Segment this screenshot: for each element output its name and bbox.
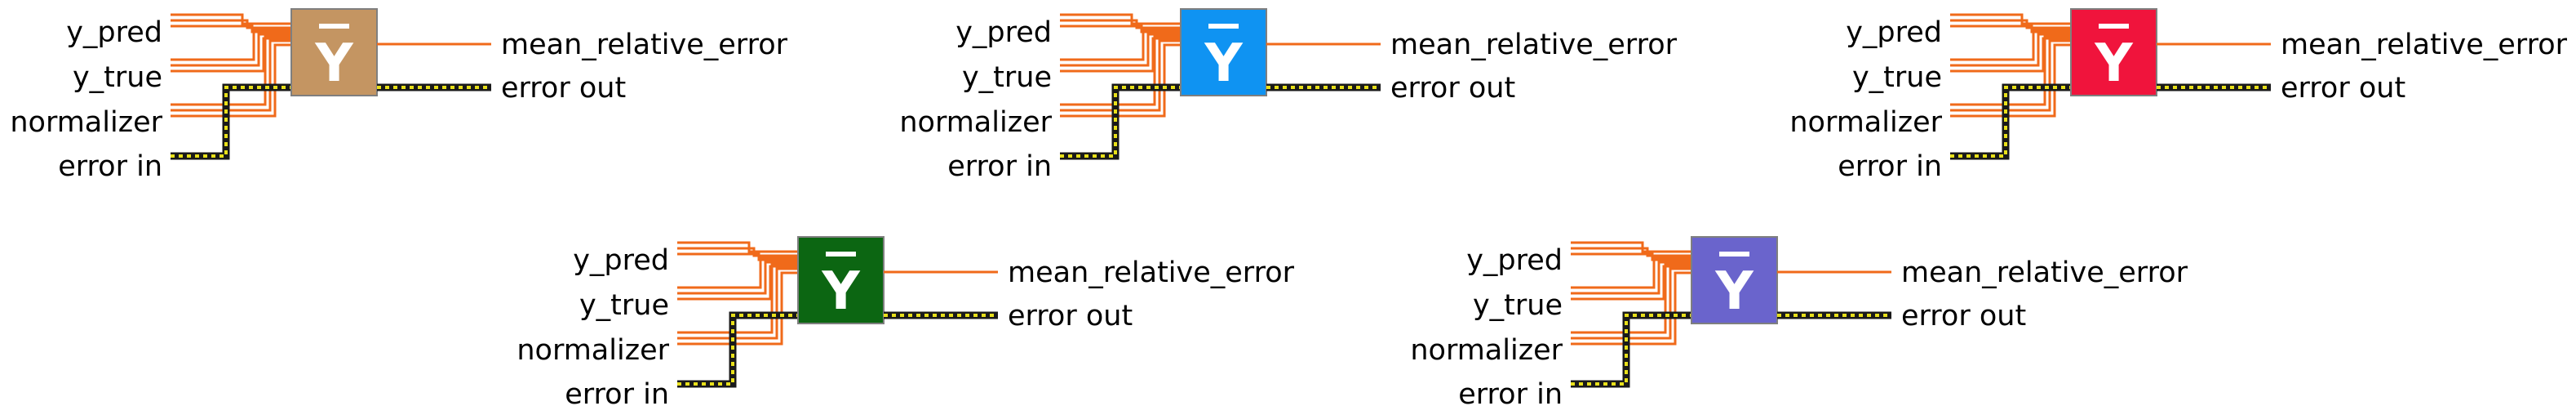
wire-y-pred xyxy=(1950,19,2071,29)
input-label-y-pred: y_pred xyxy=(573,244,669,277)
wire-y-pred xyxy=(1060,19,1181,29)
input-label-y-true: y_true xyxy=(73,61,162,94)
input-label-error-in: error in xyxy=(58,150,162,183)
mean-bar-icon xyxy=(826,252,856,257)
wire-error-in xyxy=(1571,311,1691,388)
output-label-mean-relative-error: mean_relative_error xyxy=(1390,29,1678,61)
input-label-error-in: error in xyxy=(1838,150,1942,183)
input-label-normalizer: normalizer xyxy=(899,106,1052,139)
wire-y-pred xyxy=(1950,25,2071,33)
wire-y-true xyxy=(1950,29,2071,61)
mean-y-icon: Y xyxy=(821,261,860,322)
mean-y-icon: Y xyxy=(2094,33,2133,94)
input-label-y-pred: y_pred xyxy=(955,16,1052,49)
vi-node-box[interactable] xyxy=(1691,236,1778,324)
wire-y-true xyxy=(171,37,291,73)
output-label-mean-relative-error: mean_relative_error xyxy=(1901,257,2188,289)
output-label-error-out: error out xyxy=(1390,72,1515,105)
input-label-error-in: error in xyxy=(947,150,1052,183)
input-label-normalizer: normalizer xyxy=(10,106,162,139)
wire-error-in-dash xyxy=(171,86,291,158)
wire-normalizer xyxy=(1950,39,2071,112)
input-label-y-true: y_true xyxy=(1473,289,1563,322)
vi-node-box[interactable] xyxy=(2070,8,2157,96)
wire-error-in xyxy=(677,311,798,388)
mean-bar-icon xyxy=(2099,24,2129,29)
wire-y-true xyxy=(1571,265,1691,301)
wire-y-pred xyxy=(171,19,291,29)
vi-node-box[interactable] xyxy=(1180,8,1267,96)
mean-bar-icon xyxy=(1719,252,1749,257)
input-label-error-in: error in xyxy=(565,378,669,406)
input-label-y-true: y_true xyxy=(1852,61,1942,94)
wire-y-true xyxy=(677,265,798,301)
wire-normalizer xyxy=(677,263,798,334)
input-label-error-in: error in xyxy=(1458,378,1563,406)
output-label-error-out: error out xyxy=(1008,300,1133,332)
vi-node-box[interactable] xyxy=(290,8,378,96)
input-label-y-pred: y_pred xyxy=(66,16,162,49)
input-label-y-true: y_true xyxy=(962,61,1052,94)
wire-y-true xyxy=(1950,33,2071,67)
mean-y-icon: Y xyxy=(314,33,353,94)
wire-error-in-dash xyxy=(677,314,798,386)
input-label-y-pred: y_pred xyxy=(1846,16,1942,49)
input-label-y-pred: y_pred xyxy=(1466,244,1563,277)
wire-y-true xyxy=(171,33,291,67)
input-label-normalizer: normalizer xyxy=(1789,106,1942,139)
wire-y-pred xyxy=(1060,25,1181,33)
wire-y-true xyxy=(1060,33,1181,67)
wire-y-true xyxy=(171,29,291,61)
wire-normalizer xyxy=(171,35,291,106)
wire-y-true xyxy=(677,261,798,295)
wire-normalizer xyxy=(171,39,291,112)
wire-normalizer xyxy=(1571,263,1691,334)
output-label-error-out: error out xyxy=(501,72,626,105)
wire-y-pred xyxy=(171,25,291,33)
wire-y-pred xyxy=(677,247,798,257)
wire-y-true xyxy=(1950,37,2071,73)
input-label-y-true: y_true xyxy=(579,289,669,322)
wire-error-in xyxy=(171,83,291,160)
mean-bar-icon xyxy=(319,24,349,29)
wire-error-in xyxy=(1950,83,2071,160)
wire-normalizer xyxy=(1571,267,1691,340)
input-label-normalizer: normalizer xyxy=(1410,334,1563,367)
vi-node-box[interactable] xyxy=(797,236,885,324)
wire-y-true xyxy=(1571,257,1691,289)
wire-error-in-dash xyxy=(1571,314,1691,386)
output-label-mean-relative-error: mean_relative_error xyxy=(501,29,788,61)
output-label-error-out: error out xyxy=(2281,72,2405,105)
wire-error-in xyxy=(1060,83,1181,160)
wire-normalizer xyxy=(1060,35,1181,106)
wire-error-in-dash xyxy=(1060,86,1181,158)
mean-y-icon: Y xyxy=(1714,261,1754,322)
wire-normalizer xyxy=(1950,35,2071,106)
wire-y-true xyxy=(1571,261,1691,295)
wire-y-pred xyxy=(677,252,798,261)
wire-y-pred xyxy=(1571,247,1691,257)
wire-y-true xyxy=(677,257,798,289)
output-label-error-out: error out xyxy=(1901,300,2026,332)
wire-y-pred xyxy=(1571,252,1691,261)
wire-y-true xyxy=(1060,37,1181,73)
input-label-normalizer: normalizer xyxy=(517,334,669,367)
output-label-mean-relative-error: mean_relative_error xyxy=(1008,257,1295,289)
mean-bar-icon xyxy=(1208,24,1239,29)
output-label-mean-relative-error: mean_relative_error xyxy=(2281,29,2568,61)
wire-y-true xyxy=(1060,29,1181,61)
wire-normalizer xyxy=(677,267,798,340)
wire-error-in-dash xyxy=(1950,86,2071,158)
wire-normalizer xyxy=(1060,39,1181,112)
mean-y-icon: Y xyxy=(1204,33,1243,94)
